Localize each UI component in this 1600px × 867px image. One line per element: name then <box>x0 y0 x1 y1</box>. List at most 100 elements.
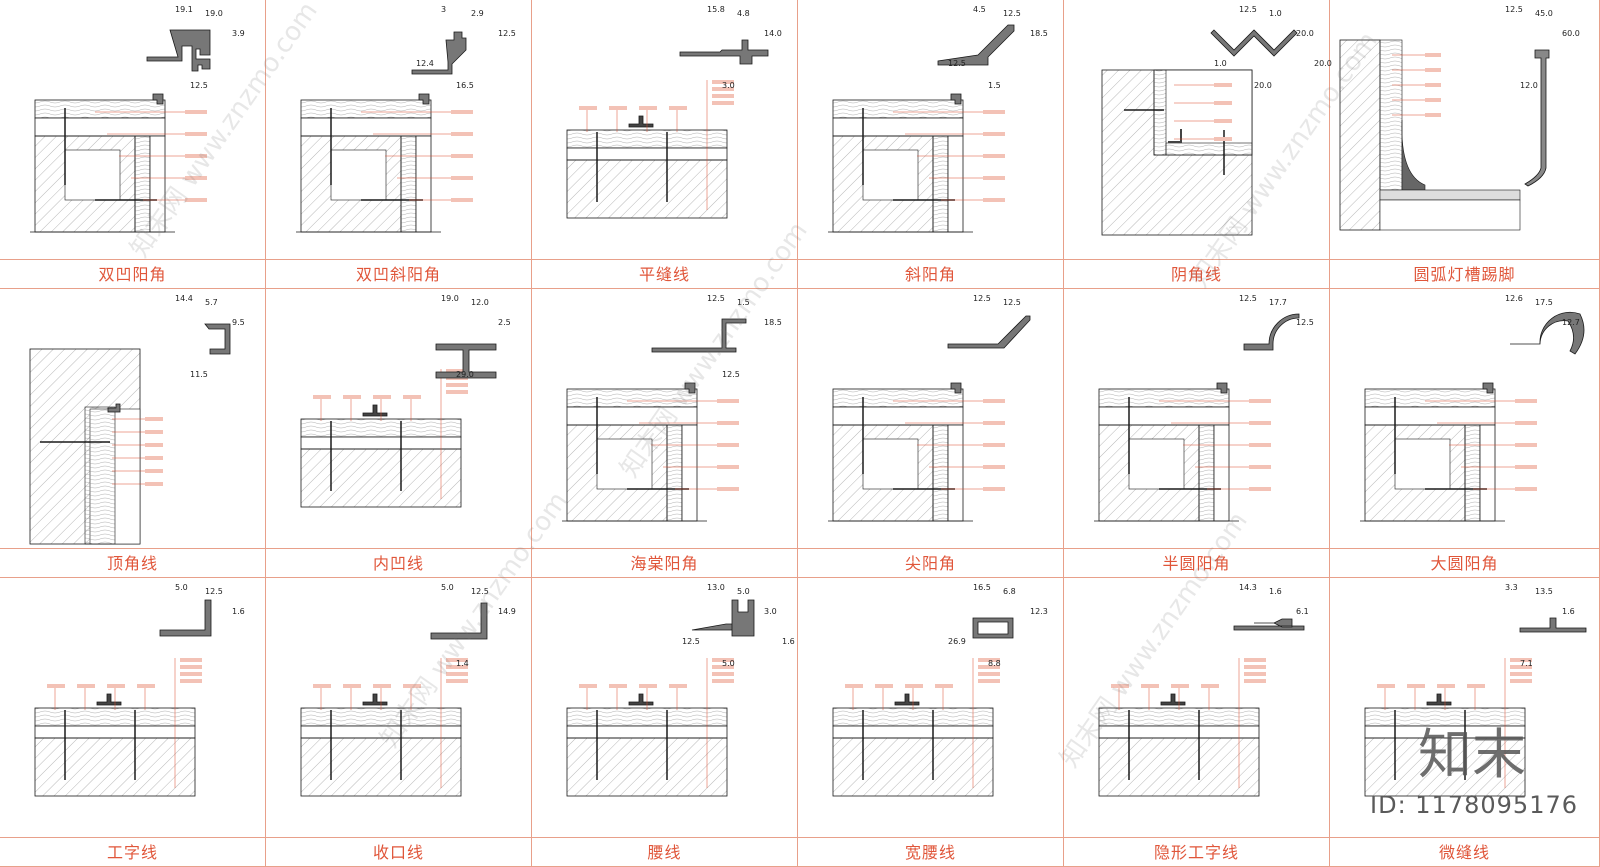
caption-band: 内凹线 <box>266 548 531 577</box>
dimension-label: 14.4 <box>175 294 193 303</box>
panel-drawing <box>29 323 231 545</box>
dimension-label: 14.3 <box>1239 583 1257 592</box>
dimension-label: 20.0 <box>1254 81 1272 90</box>
dimension-label: 1.6 <box>232 607 245 616</box>
profile-detail <box>146 29 211 72</box>
dimension-label: 3.3 <box>1505 583 1518 592</box>
section-detail <box>566 658 734 797</box>
dimension-label: 5.0 <box>441 583 454 592</box>
section-detail <box>1364 658 1532 797</box>
panel-drawing <box>562 318 747 522</box>
caption-band: 斜阳角 <box>798 259 1063 288</box>
dimension-label: 6.8 <box>1003 587 1016 596</box>
profile-detail <box>947 315 1031 349</box>
dimension-label: 12.5 <box>682 637 700 646</box>
panel-drawing <box>1094 313 1300 522</box>
dimension-label: 12.4 <box>416 59 434 68</box>
caption-band: 圆弧灯槽踢脚 <box>1330 259 1599 288</box>
profile-detail <box>679 39 769 65</box>
panel-drawing <box>1360 311 1585 522</box>
dimension-label: 16.5 <box>973 583 991 592</box>
dimension-label: 20.0 <box>1314 59 1332 68</box>
profile-detail <box>972 617 1014 639</box>
caption-band: 腰线 <box>532 837 797 866</box>
dimension-label: 18.5 <box>764 318 782 327</box>
panel-title: 微缝线 <box>1438 843 1490 862</box>
panel-title: 阴角线 <box>1170 265 1222 284</box>
watermark-logo: 知末 <box>1418 723 1526 786</box>
section-detail <box>828 382 1005 522</box>
caption-band: 平缝线 <box>532 259 797 288</box>
profile-detail <box>430 602 488 640</box>
section-detail <box>30 93 207 233</box>
panel-title: 隐形工字线 <box>1153 843 1239 862</box>
dimension-label: 14.9 <box>498 607 516 616</box>
caption-band: 尖阳角 <box>798 548 1063 577</box>
panel-title: 双凹斜阳角 <box>355 265 441 284</box>
dimension-label: 1.0 <box>1269 9 1282 18</box>
dimension-label: 3.0 <box>722 81 735 90</box>
dimension-label: 12.5 <box>1239 5 1257 14</box>
dimension-label: 17.5 <box>1535 298 1553 307</box>
panel-title: 双凹阳角 <box>98 265 167 284</box>
section-detail <box>34 658 202 797</box>
section-detail <box>300 369 468 508</box>
caption-band: 收口线 <box>266 837 531 866</box>
caption-band: 宽腰线 <box>798 837 1063 866</box>
panel-title: 圆弧灯槽踢脚 <box>1413 265 1516 284</box>
section-detail <box>1101 69 1253 236</box>
dimension-label: 29.0 <box>456 370 474 379</box>
dimension-label: 1.5 <box>737 298 750 307</box>
section-detail <box>1360 382 1537 522</box>
panel-title: 海棠阳角 <box>630 554 699 573</box>
section-detail <box>832 658 1000 797</box>
dimension-label: 12.0 <box>471 298 489 307</box>
dimension-label: 60.0 <box>1562 29 1580 38</box>
dimension-label: 4.8 <box>737 9 750 18</box>
caption-band: 半圆阳角 <box>1064 548 1329 577</box>
caption-band: 微缝线 <box>1330 837 1599 866</box>
dimension-label: 2.5 <box>498 318 511 327</box>
panel-title: 尖阳角 <box>904 554 956 573</box>
panel-title: 平缝线 <box>638 265 690 284</box>
section-detail <box>562 382 739 522</box>
dimension-label: 12.5 <box>498 29 516 38</box>
dimension-label: 9.5 <box>232 318 245 327</box>
dimension-label: 12.5 <box>190 81 208 90</box>
dimension-label: 5.7 <box>205 298 218 307</box>
dimension-label: 16.5 <box>456 81 474 90</box>
caption-band: 阴角线 <box>1064 259 1329 288</box>
panel-title: 宽腰线 <box>904 843 956 862</box>
dimension-label: 12.3 <box>1030 607 1048 616</box>
panel-drawing <box>1101 29 1298 236</box>
panel-drawing <box>1364 617 1587 797</box>
dimension-label: 3.9 <box>232 29 245 38</box>
panel-drawing <box>300 602 488 797</box>
dimension-label: 1.0 <box>1214 59 1227 68</box>
caption-band: 双凹阳角 <box>0 259 265 288</box>
panel-drawing <box>566 599 755 797</box>
dimension-label: 12.5 <box>1296 318 1314 327</box>
profile-detail <box>1210 29 1298 57</box>
dimension-label: 1.6 <box>782 637 795 646</box>
panel-drawing <box>300 343 497 508</box>
section-detail <box>29 348 163 545</box>
section-detail <box>1339 39 1550 231</box>
section-detail <box>828 93 1005 233</box>
profile-detail <box>691 599 755 637</box>
dimension-label: 19.0 <box>205 9 223 18</box>
profile-detail <box>1519 617 1587 633</box>
profile-detail <box>1233 618 1305 631</box>
dimension-label: 17.7 <box>1269 298 1287 307</box>
panel-title: 工字线 <box>106 843 158 862</box>
